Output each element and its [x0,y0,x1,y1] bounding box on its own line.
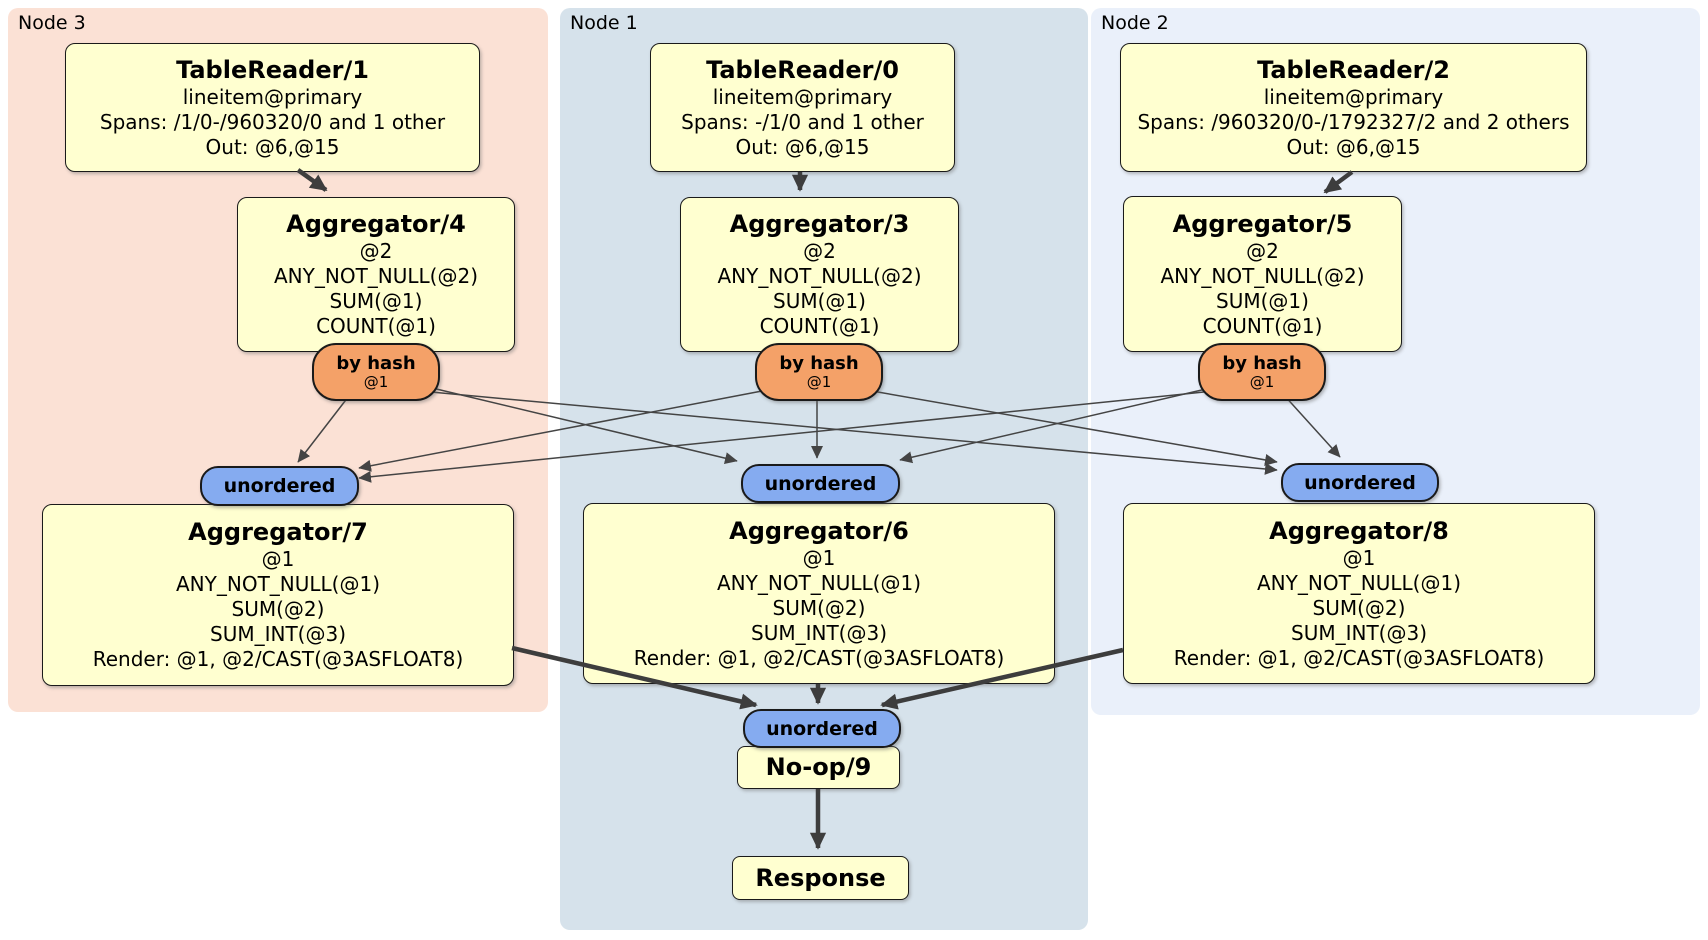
processor-line: Out: @6,@15 [735,134,870,159]
processor-title: Response [755,863,886,892]
processor-title: Aggregator/6 [729,516,909,545]
region-label-node1: Node 1 [570,12,638,34]
sync-label: unordered [1304,471,1416,494]
processor-line: @2 [803,239,836,263]
processor-tablereader-2: TableReader/2 lineitem@primary Spans: /9… [1120,43,1587,172]
router-by-hash-node1: by hash @1 [755,343,883,401]
sync-unordered-node2: unordered [1281,463,1439,502]
processor-aggregator-3: Aggregator/3 @2 ANY_NOT_NULL(@2) SUM(@1)… [680,197,959,352]
region-label-node3: Node 3 [18,12,86,34]
processor-line: Out: @6,@15 [1286,134,1421,159]
processor-line: SUM(@2) [772,595,866,620]
processor-noop-9: No-op/9 [737,746,900,789]
processor-title: No-op/9 [765,753,872,781]
processor-line: Spans: /960320/0-/1792327/2 and 2 others [1137,109,1570,134]
processor-title: Aggregator/7 [188,518,368,546]
processor-line: Render: @1, @2/CAST(@3ASFLOAT8) [92,647,464,671]
processor-line: @1 [802,545,836,570]
processor-line: ANY_NOT_NULL(@2) [1160,263,1365,288]
router-by-hash-node3: by hash @1 [312,343,440,401]
processor-line: ANY_NOT_NULL(@2) [717,264,922,288]
processor-title: TableReader/0 [706,55,899,84]
sync-label: unordered [764,472,877,495]
processor-line: SUM(@2) [1312,595,1406,620]
processor-title: Aggregator/8 [1269,516,1449,545]
processor-line: ANY_NOT_NULL(@1) [717,570,921,595]
processor-line: ANY_NOT_NULL(@1) [1257,570,1461,595]
processor-line: ANY_NOT_NULL(@1) [176,572,380,596]
processor-line: Render: @1, @2/CAST(@3ASFLOAT8) [633,645,1005,670]
processor-line: @2 [359,239,393,263]
processor-aggregator-8: Aggregator/8 @1 ANY_NOT_NULL(@1) SUM(@2)… [1123,503,1595,684]
processor-title: TableReader/2 [1257,55,1450,84]
processor-line: lineitem@primary [712,84,893,109]
router-label: by hash [336,353,416,374]
processor-line: @2 [1246,238,1279,263]
processor-line: @1 [1342,545,1376,570]
processor-line: Spans: -/1/0 and 1 other [681,109,924,134]
processor-aggregator-4: Aggregator/4 @2 ANY_NOT_NULL(@2) SUM(@1)… [237,197,515,352]
router-label: by hash [1222,353,1302,374]
processor-aggregator-6: Aggregator/6 @1 ANY_NOT_NULL(@1) SUM(@2)… [583,503,1055,684]
router-detail: @1 [806,373,832,391]
sync-unordered-node1: unordered [741,464,900,503]
processor-aggregator-5: Aggregator/5 @2 ANY_NOT_NULL(@2) SUM(@1)… [1123,196,1402,352]
processor-tablereader-1: TableReader/1 lineitem@primary Spans: /1… [65,43,480,172]
processor-line: SUM(@1) [1216,288,1309,313]
processor-line: Render: @1, @2/CAST(@3ASFLOAT8) [1173,645,1545,670]
processor-aggregator-7: Aggregator/7 @1 ANY_NOT_NULL(@1) SUM(@2)… [42,504,514,686]
sync-label: unordered [223,475,336,497]
processor-line: Out: @6,@15 [205,134,340,159]
processor-line: lineitem@primary [1263,84,1444,109]
sync-label: unordered [766,717,878,740]
processor-line: SUM_INT(@3) [751,620,887,645]
processor-line: Spans: /1/0-/960320/0 and 1 other [99,109,446,134]
processor-line: SUM_INT(@3) [1291,620,1427,645]
processor-line: COUNT(@1) [1202,313,1323,338]
sync-unordered-final: unordered [743,709,901,748]
processor-line: SUM_INT(@3) [210,622,346,646]
processor-line: @1 [261,547,295,571]
processor-title: TableReader/1 [176,55,369,84]
region-label-node2: Node 2 [1101,12,1169,34]
processor-line: COUNT(@1) [316,314,436,338]
processor-line: SUM(@1) [329,289,423,313]
router-by-hash-node2: by hash @1 [1198,343,1326,401]
router-detail: @1 [363,373,389,391]
processor-title: Aggregator/5 [1172,209,1353,238]
processor-line: SUM(@2) [231,597,325,621]
processor-response: Response [732,856,909,900]
processor-line: lineitem@primary [182,84,363,109]
sync-unordered-node3: unordered [200,466,359,506]
processor-title: Aggregator/3 [729,210,910,238]
processor-line: COUNT(@1) [759,314,880,338]
processor-tablereader-0: TableReader/0 lineitem@primary Spans: -/… [650,43,955,172]
processor-line: ANY_NOT_NULL(@2) [274,264,478,288]
processor-line: SUM(@1) [773,289,866,313]
router-label: by hash [779,353,859,374]
router-detail: @1 [1249,373,1275,391]
processor-title: Aggregator/4 [286,210,466,238]
